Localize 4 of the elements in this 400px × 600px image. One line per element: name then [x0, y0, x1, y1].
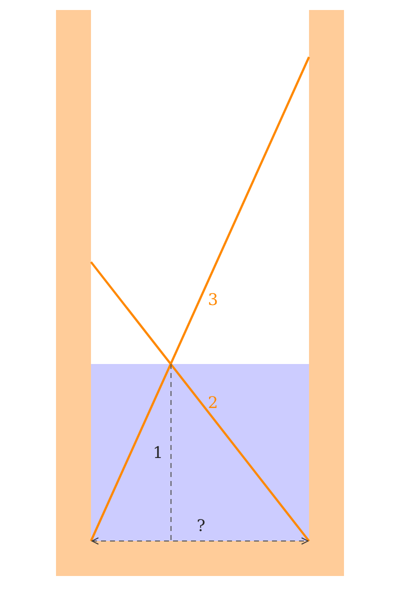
dimension-label: 1 — [152, 444, 164, 462]
ray-label: 2 — [208, 394, 218, 412]
ray-label: 3 — [208, 291, 218, 309]
dimension-label: ? — [196, 517, 206, 535]
